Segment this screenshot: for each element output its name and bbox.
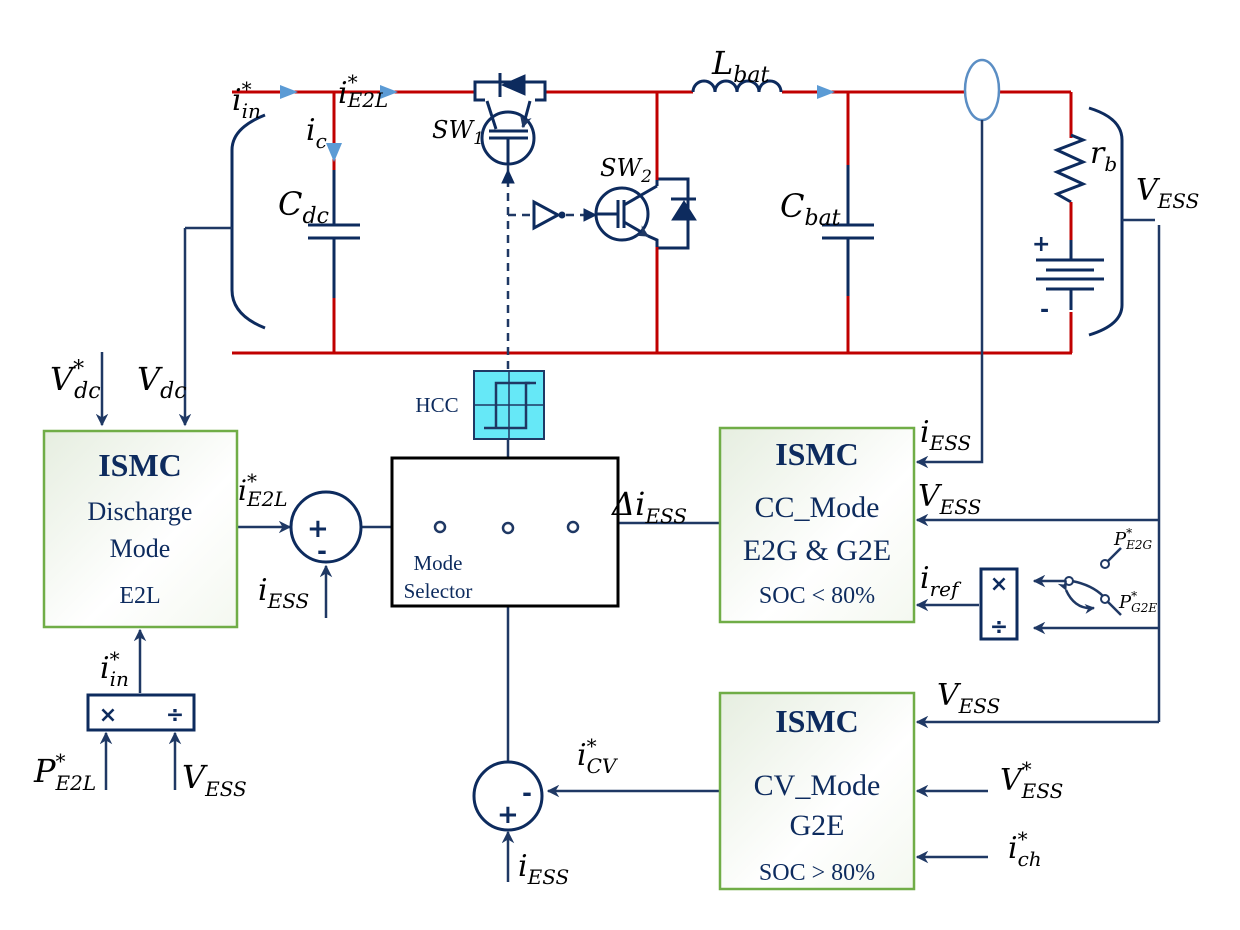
label-i-cv-star: i*CV — [577, 734, 619, 778]
hcc-label: HCC — [415, 393, 458, 417]
mode-selector-label-2: Selector — [404, 579, 473, 603]
cc-line-2: E2G & G2E — [743, 534, 891, 567]
i-lbat-arrow — [817, 85, 835, 99]
label-v-dc-star: V*dc — [50, 357, 101, 404]
mode-selector[interactable]: Mode Selector — [390, 456, 620, 608]
i-in-arrow — [280, 85, 298, 99]
divide-icon: ÷ — [166, 703, 184, 728]
e2l-line-2: Mode — [110, 534, 171, 563]
summing-junction-1: + - — [289, 490, 363, 565]
selector-terminal-cc — [566, 520, 580, 534]
cv-title: ISMC — [775, 703, 859, 739]
label-i-ess-cc: iESS — [920, 415, 971, 455]
label-v-ess-cv: VESS — [937, 678, 1000, 718]
label-r-b: rb — [1090, 136, 1117, 176]
vess-bracket — [1088, 106, 1124, 337]
label-v-ess-star: V*ESS — [1000, 757, 1063, 803]
selector-terminal-cv — [501, 521, 515, 535]
label-v-ess-circuit: VESS — [1136, 173, 1199, 213]
battery-icon — [1036, 240, 1104, 310]
summing-junction-2: + - — [472, 760, 544, 832]
cv-line-2: G2E — [790, 809, 845, 842]
mode-selector-label-1: Mode — [414, 551, 463, 575]
hcc-block[interactable]: HCC — [415, 370, 545, 440]
label-l-bat: Lbat — [711, 44, 769, 88]
multiply-icon: × — [99, 703, 117, 728]
divide-icon: ÷ — [990, 615, 1008, 640]
current-sensor-icon — [963, 58, 1001, 122]
battery-minus: - — [1040, 298, 1049, 323]
sw2-switch — [594, 177, 697, 250]
ismc-e2l-controller[interactable]: ISMC Discharge Mode E2L — [42, 429, 239, 629]
sw1-switch — [473, 73, 547, 166]
label-v-ess-div: VESS — [182, 758, 247, 801]
label-i-c: ic — [306, 113, 327, 153]
label-v-dc: Vdc — [137, 360, 187, 404]
label-i-ref: iref — [920, 561, 962, 601]
battery-plus: + — [1032, 232, 1050, 257]
cv-line-1: CV_Mode — [754, 769, 881, 802]
multiply-divide-block-e2l: × ÷ — [86, 693, 196, 732]
lbat-inductor-icon — [691, 79, 783, 93]
power-ref-switch[interactable] — [1071, 579, 1104, 597]
p-e2g-terminal — [1100, 559, 1110, 569]
label-c-bat: Cbat — [780, 187, 841, 231]
label-sw1: SW1 — [432, 116, 484, 149]
sw2-diode-icon — [671, 200, 697, 221]
ismc-cv-controller[interactable]: ISMC CV_Mode G2E SOC > 80% — [718, 691, 916, 891]
cc-line-1: CC_Mode — [754, 491, 879, 524]
sum2-plus: + — [497, 800, 519, 830]
cv-line-3: SOC > 80% — [759, 860, 875, 886]
selector-terminal-e2l — [433, 520, 447, 534]
label-i-ess-sum2: iESS — [518, 849, 569, 889]
vdc-bracket — [230, 113, 266, 330]
sum1-plus: + — [307, 514, 329, 544]
math-labels: i*in i*E2L ic Cdc SW1 SW2 Lbat Cbat rb V… — [33, 44, 1199, 889]
label-v-ess-cc: VESS — [918, 479, 981, 519]
label-i-ess-sum1: iESS — [258, 573, 309, 613]
label-delta-i-ess: ΔiESS — [610, 485, 687, 528]
e2l-title: ISMC — [98, 447, 182, 483]
rb-resistor-icon — [1053, 133, 1088, 204]
ismc-cc-controller[interactable]: ISMC CC_Mode E2G & G2E SOC < 80% — [718, 426, 916, 624]
label-c-dc: Cdc — [278, 185, 329, 229]
inverter-icon — [532, 199, 562, 231]
label-i-in-star-ctrl: i*in — [100, 647, 129, 691]
sum2-minus: - — [522, 779, 532, 807]
label-i-ch-star: i*ch — [1008, 827, 1042, 871]
cc-line-3: SOC < 80% — [759, 583, 875, 609]
label-i-e2l-out: i*E2L — [238, 469, 288, 511]
multiply-icon: × — [990, 572, 1008, 597]
label-p-e2g-star: P*E2G — [1113, 526, 1153, 552]
i-c-arrow — [326, 143, 342, 162]
label-sw2: SW2 — [600, 154, 652, 187]
multiply-divide-block-cc: × ÷ — [979, 567, 1019, 641]
e2l-line-1: Discharge — [88, 497, 193, 526]
sw1-diode-icon — [500, 74, 526, 96]
sum1-minus: - — [317, 537, 327, 565]
power-circuit — [185, 58, 1155, 390]
label-i-in-star: i*in — [232, 77, 261, 123]
e2l-line-3: E2L — [119, 583, 160, 609]
cc-title: ISMC — [775, 436, 859, 472]
hysteresis-icon — [484, 381, 536, 430]
label-p-g2e-star: P*G2E — [1118, 589, 1157, 615]
label-p-e2l-star: P*E2L — [33, 749, 96, 795]
label-i-e2l-star: i*E2L — [338, 70, 388, 112]
i-e2l-arrow — [380, 85, 398, 99]
